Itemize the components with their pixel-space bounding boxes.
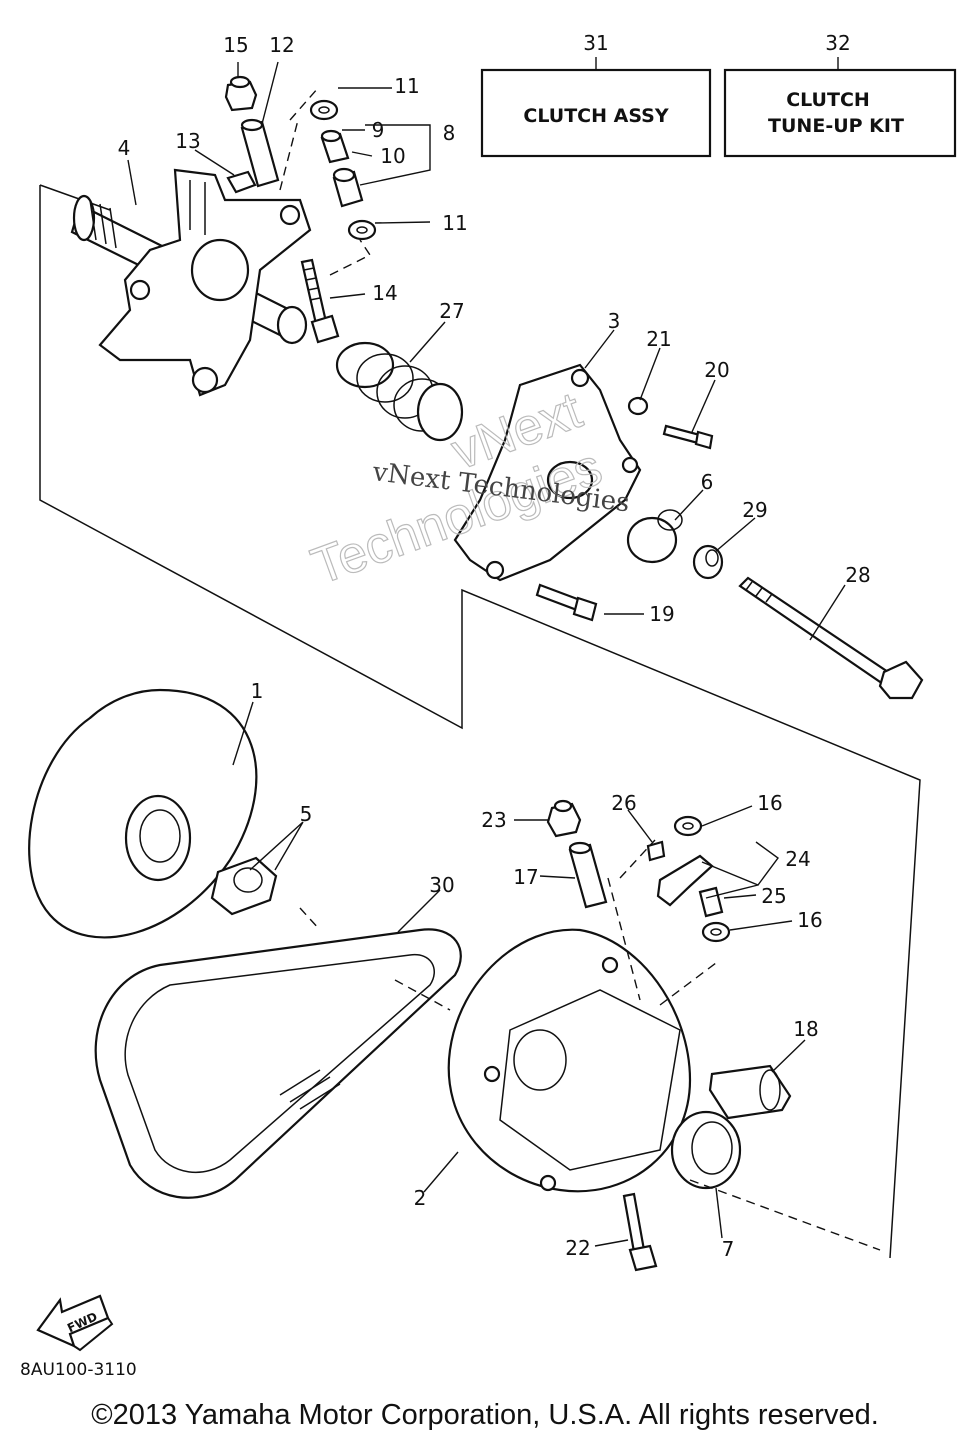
part-29-collar[interactable] [692, 544, 724, 580]
callout-18[interactable]: 18 [793, 1017, 818, 1041]
part-28-long-bolt[interactable] [738, 576, 924, 700]
part-5-bushing[interactable] [210, 856, 278, 916]
callout-numbers: 15 12 11 9 8 10 11 13 4 14 27 3 21 20 6 … [118, 33, 871, 1261]
callout-5[interactable]: 5 [300, 802, 313, 826]
fwd-arrow-icon: FWD [36, 1294, 114, 1352]
callout-16-lower[interactable]: 16 [797, 908, 822, 932]
part-17-pin[interactable] [568, 841, 608, 909]
diagram-code: 8AU100-3110 [20, 1360, 137, 1380]
callout-25[interactable]: 25 [761, 884, 786, 908]
box-number-31: 31 [583, 31, 608, 55]
assembly-frame-lines [39, 184, 921, 1259]
part-9-roller[interactable] [320, 129, 350, 164]
assembly-dashed-lines-top [279, 87, 372, 276]
callout-14[interactable]: 14 [372, 281, 397, 305]
assembly-dashed-lines-bottom [299, 839, 881, 1251]
part-15-nut[interactable] [224, 75, 258, 112]
part-22-bolt[interactable] [622, 1192, 658, 1272]
callout-8[interactable]: 8 [443, 121, 456, 145]
part-10-bushing[interactable] [332, 167, 364, 208]
callout-30[interactable]: 30 [429, 873, 454, 897]
leader-lines [127, 61, 846, 1247]
part-23-nut[interactable] [546, 799, 582, 838]
part-16-washer-lower[interactable] [701, 921, 731, 943]
box-number-32: 32 [825, 31, 850, 55]
callout-17[interactable]: 17 [513, 865, 538, 889]
callout-19[interactable]: 19 [649, 602, 674, 626]
callout-3[interactable]: 3 [608, 309, 621, 333]
clutch-assy-box[interactable]: 31 CLUTCH ASSY [480, 31, 712, 158]
callout-29[interactable]: 29 [742, 498, 767, 522]
part-25-roller[interactable] [698, 886, 724, 918]
part-3-cover[interactable] [453, 363, 642, 582]
callout-1[interactable]: 1 [251, 679, 264, 703]
part-21-washer[interactable] [627, 396, 649, 416]
clutch-tune-up-kit-box[interactable]: 32 CLUTCH TUNE-UP KIT [723, 31, 957, 158]
callout-11-upper[interactable]: 11 [394, 74, 419, 98]
part-11-washer-lower[interactable] [347, 219, 377, 241]
callout-7[interactable]: 7 [722, 1237, 735, 1261]
callout-21[interactable]: 21 [646, 327, 671, 351]
callout-24[interactable]: 24 [785, 847, 810, 871]
part-20-bolt[interactable] [662, 424, 714, 450]
part-30-drive-belt[interactable] [94, 928, 462, 1199]
part-19-bolt[interactable] [535, 583, 598, 622]
part-2-sheave[interactable] [447, 928, 692, 1193]
callout-9[interactable]: 9 [372, 118, 385, 142]
callout-10[interactable]: 10 [380, 144, 405, 168]
part-1-sheave[interactable] [28, 688, 258, 939]
part-14-bolt[interactable] [300, 258, 340, 344]
part-27-spring[interactable] [335, 341, 464, 442]
part-24-arm[interactable] [656, 854, 714, 907]
part-26-screw[interactable] [646, 840, 666, 862]
tune-up-kit-label-line2: TUNE-UP KIT [768, 115, 904, 137]
callout-26[interactable]: 26 [611, 791, 636, 815]
part-7-ring[interactable] [670, 1110, 742, 1190]
callout-27[interactable]: 27 [439, 299, 464, 323]
copyright-notice: ©2013 Yamaha Motor Corporation, U.S.A. A… [91, 1399, 879, 1431]
callout-2[interactable]: 2 [414, 1186, 427, 1210]
callout-4[interactable]: 4 [118, 136, 131, 160]
clutch-assy-label: CLUTCH ASSY [523, 105, 668, 127]
part-13-screw[interactable] [226, 170, 257, 194]
part-12-pin[interactable] [240, 118, 280, 188]
part-11-washer-upper[interactable] [309, 99, 339, 121]
part-16-washer-upper[interactable] [673, 815, 703, 837]
tune-up-kit-label-line1: CLUTCH [786, 89, 870, 111]
part-4-spider-shaft[interactable] [70, 168, 312, 397]
part-6-roller[interactable] [626, 509, 683, 564]
callout-15[interactable]: 15 [223, 33, 248, 57]
callout-11-lower[interactable]: 11 [442, 211, 467, 235]
callout-22[interactable]: 22 [565, 1236, 590, 1260]
callout-16-upper[interactable]: 16 [757, 791, 782, 815]
part-18-sleeve[interactable] [708, 1064, 792, 1120]
callout-28[interactable]: 28 [845, 563, 870, 587]
callout-12[interactable]: 12 [269, 33, 294, 57]
callout-23[interactable]: 23 [481, 808, 506, 832]
callout-6[interactable]: 6 [701, 470, 714, 494]
callout-20[interactable]: 20 [704, 358, 729, 382]
callout-13[interactable]: 13 [175, 129, 200, 153]
